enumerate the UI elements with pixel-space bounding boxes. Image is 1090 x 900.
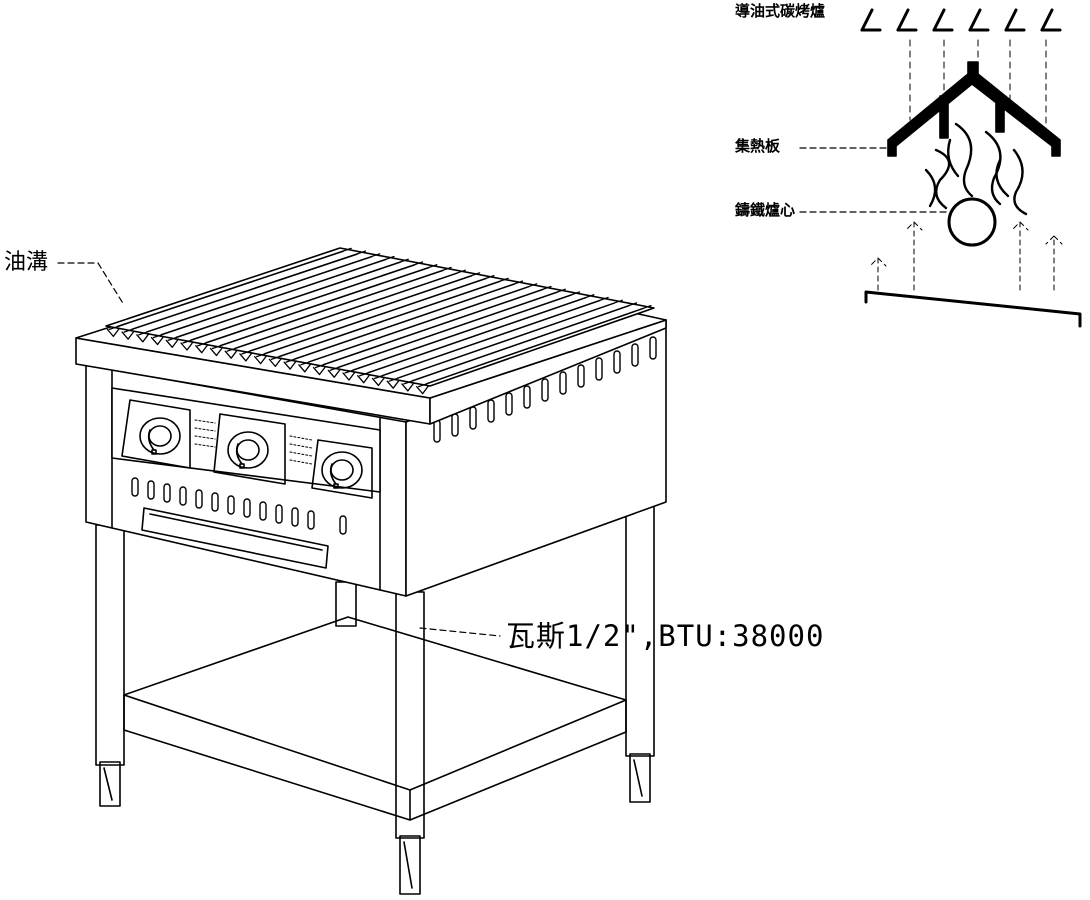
grate-bar-tip [180,341,194,351]
gas-spec-label: 瓦斯1/2",BTU:38000 [506,619,825,653]
under-shelf [123,616,627,821]
grate-bar [123,250,367,333]
grate-bar-tip [253,354,268,365]
knob-right[interactable] [321,451,363,489]
grate-bar [314,285,552,369]
rising-heat-arrows [869,221,1063,291]
grate-bar-tip [121,330,135,340]
grate-bar-tip [268,357,283,368]
grate-bar-tip [312,365,327,376]
grate-bar-tip [415,384,430,395]
knob-middle[interactable] [227,431,269,469]
grate-bar-tip [150,335,165,346]
grate-bar-tip [371,376,386,387]
grate-bar [138,253,381,336]
grate-bar-tip [195,344,209,354]
grate-bar-tip [327,368,341,378]
grate-bar-tip [386,379,400,389]
grate-bar [255,274,495,358]
grate-bar [167,258,409,341]
grate-bar [197,264,438,347]
exhaust-hood-hatching [860,8,1062,32]
grate-bar [329,288,566,371]
grate-bar-tip [283,360,297,370]
grate-bar [241,272,481,355]
knob-left[interactable] [139,417,181,455]
drip-tray-handle[interactable] [141,507,329,569]
grill-type-label: 導油式碳烤爐 [735,2,826,20]
grate-bar [388,299,623,382]
front-vent-slots [131,477,347,535]
grate-bar [403,302,638,385]
grate-bar [108,247,352,331]
heat-plate-label: 集熱板 [735,137,781,155]
grate-bar [344,291,581,374]
grate-bar [300,283,538,366]
grate-bar-tip [357,374,371,384]
grate-bar-tip [401,382,415,392]
grate-bar-tip [298,363,312,373]
rising-air-dashes [909,39,1047,131]
grate-bars [106,247,652,395]
grate-bar [226,269,466,352]
grate-bar [285,280,524,363]
grate-bar-tip [239,352,253,362]
grate-bar [359,294,595,377]
base-tray [864,290,1082,328]
flames [924,122,1028,216]
grate-bar [152,255,395,339]
oil-channel-leader [57,262,125,306]
heat-collector-plate [799,61,1061,157]
oil-channel-label: 油溝 [4,250,49,275]
grate-bar [182,261,424,344]
grate-bar [373,296,609,380]
grate-bar-tip [165,338,179,348]
grate-bar-tip [342,371,356,381]
grate-bar-tip [209,346,224,357]
grate-bar-tip [106,327,121,338]
gas-spec-leader [419,627,501,637]
grate-bar-tip [136,333,150,343]
cast-iron-core [799,197,997,247]
grate-bar [270,277,509,361]
grate-bar-tip [224,349,238,359]
grate-bar [211,266,452,350]
grate-bar [417,304,652,388]
cast-iron-core-label: 鑄鐵爐心 [735,201,796,219]
control-panel [111,387,381,499]
